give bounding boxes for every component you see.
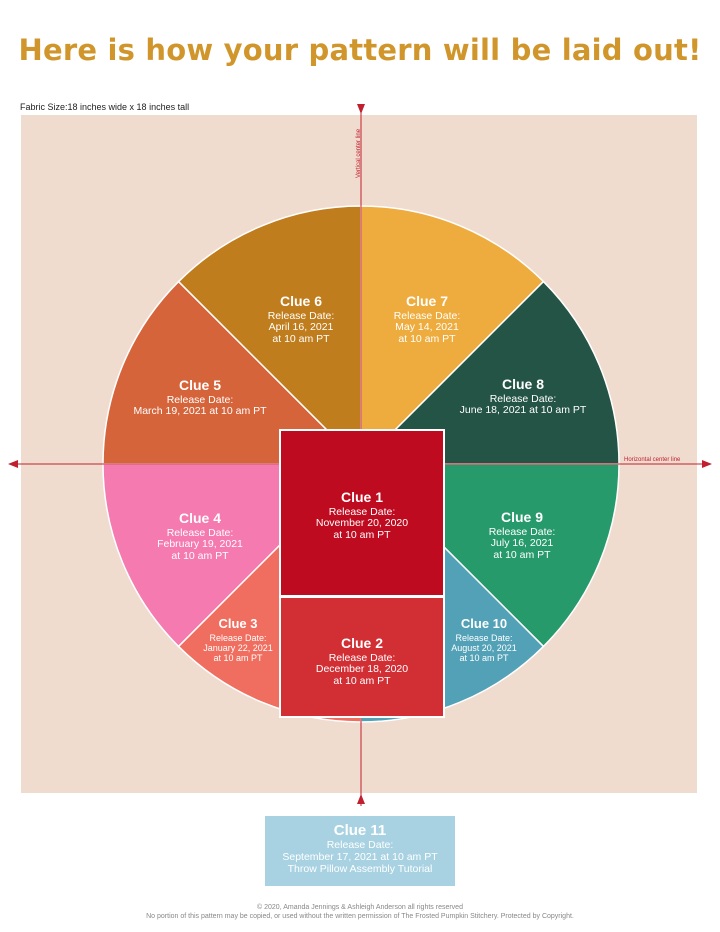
clue-8-label: Clue 8 Release Date: June 18, 2021 at 10…	[459, 376, 587, 417]
clue-2-block	[279, 596, 445, 718]
horizontal-center-line-label: Horizontal center line	[624, 457, 681, 463]
page-title: Here is how your pattern will be laid ou…	[18, 33, 702, 67]
clue-11-name: Clue 11	[333, 822, 387, 839]
clue-7-wedge	[360, 205, 545, 466]
clue-1-block	[279, 429, 445, 597]
clue-9-label: Clue 9 Release Date: July 16, 2021 at 10…	[488, 509, 556, 562]
clue-1-label: Clue 1 Release Date: November 20, 2020 a…	[315, 489, 409, 542]
clue-3-label: Clue 3 Release Date: January 22, 2021 at…	[203, 616, 273, 663]
clue-5-label: Clue 5 Release Date: March 19, 2021 at 1…	[133, 377, 267, 418]
clue-4-label: Clue 4 Release Date: February 19, 2021 a…	[157, 510, 243, 563]
clue-6-label: Clue 6 Release Date: April 16, 2021 at 1…	[267, 293, 335, 346]
vertical-center-line-label: Vertical center line	[356, 128, 362, 178]
fabric-size-note: Fabric Size:18 inches wide x 18 inches t…	[20, 102, 190, 112]
clue-11-box: Clue 11 Release Date: September 17, 2021…	[265, 816, 455, 886]
clue-5-wedge	[102, 280, 363, 465]
copyright-footer: © 2020, Amanda Jennings & Ashleigh Ander…	[146, 904, 574, 920]
clue-6-wedge	[177, 205, 362, 466]
arrow-right-icon	[702, 460, 712, 468]
arrow-down-icon	[357, 104, 365, 114]
arrow-up-icon	[357, 794, 365, 804]
clue-10-label: Clue 10 Release Date: August 20, 2021 at…	[451, 616, 517, 663]
arrow-left-icon	[8, 460, 18, 468]
clue-2-label: Clue 2 Release Date: December 18, 2020 a…	[315, 635, 409, 688]
clue-7-label: Clue 7 Release Date: May 14, 2021 at 10 …	[393, 293, 461, 346]
clue-8-wedge	[359, 280, 620, 465]
